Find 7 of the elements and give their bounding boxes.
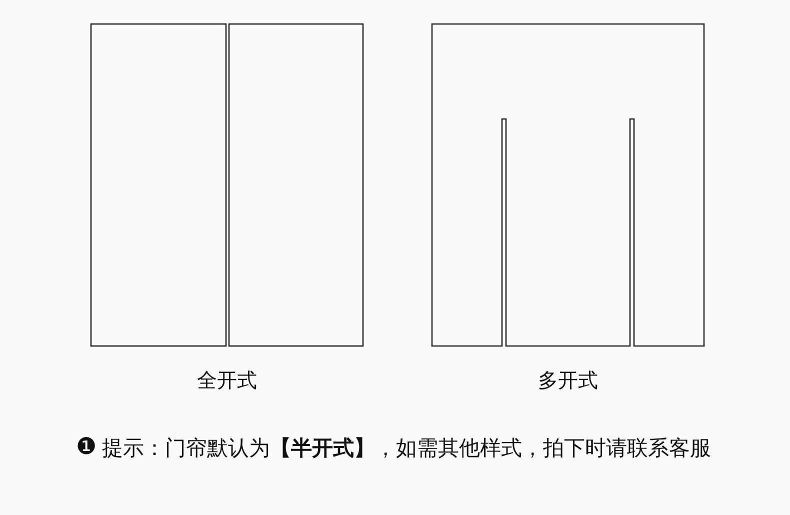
style-caption: 全开式 — [196, 367, 258, 394]
curtain-panel — [90, 23, 227, 347]
note-text: 提示：门帘默认为【半开式】，如需其他样式，拍下时请联系客服 — [102, 435, 711, 462]
slit-curtain — [431, 23, 705, 347]
step-number: ❶ — [76, 433, 97, 462]
curtain-panel — [228, 23, 364, 347]
style-caption: 多开式 — [537, 367, 599, 394]
